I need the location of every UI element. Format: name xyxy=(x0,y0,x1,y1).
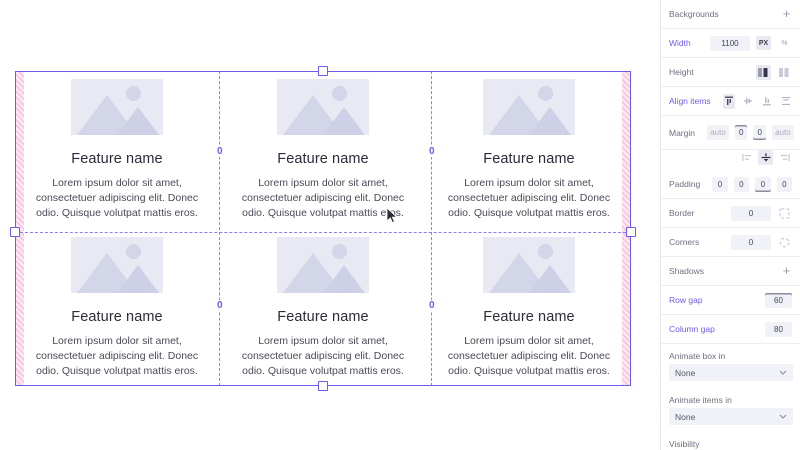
resize-handle-left[interactable] xyxy=(10,227,20,237)
image-placeholder-icon xyxy=(71,236,163,293)
feature-card[interactable]: Feature name Lorem ipsum dolor sit amet,… xyxy=(24,229,210,387)
image-placeholder-icon xyxy=(277,236,369,293)
shadows-label: Shadows xyxy=(669,266,704,276)
align-top-icon[interactable] xyxy=(722,93,736,109)
card-body: Lorem ipsum dolor sit amet, consectetuer… xyxy=(241,177,405,219)
height-fill-icon[interactable] xyxy=(777,65,792,80)
panel-row-shadows[interactable]: Shadows + xyxy=(661,257,800,286)
animate-items-in-select[interactable]: None xyxy=(669,408,793,425)
card-title: Feature name xyxy=(483,151,575,167)
gap-label: 0 xyxy=(428,146,436,157)
card-body: Lorem ipsum dolor sit amet, consectetuer… xyxy=(447,334,611,377)
panel-row-row-gap[interactable]: Row gap 60 xyxy=(661,286,800,315)
chevron-down-icon xyxy=(779,370,787,375)
mouse-cursor-icon xyxy=(386,207,398,224)
card-body: Lorem ipsum dolor sit amet, consectetuer… xyxy=(447,177,611,219)
column-gap-label: Column gap xyxy=(669,324,715,334)
height-fit-icon[interactable] xyxy=(756,64,771,80)
corners-label: Corners xyxy=(669,237,700,247)
height-label: Height xyxy=(669,67,694,77)
image-placeholder-icon xyxy=(483,236,575,293)
margin-align-right-icon[interactable] xyxy=(777,150,792,165)
padding-left-input[interactable]: 0 xyxy=(712,176,728,192)
column-guide-2 xyxy=(431,71,432,386)
panel-row-margin[interactable]: Margin auto 0 0 auto xyxy=(661,116,800,150)
card-title: Feature name xyxy=(71,308,163,325)
card-title: Feature name xyxy=(483,308,575,325)
border-label: Border xyxy=(669,208,695,218)
visibility-label: Visibility xyxy=(669,439,700,449)
image-placeholder-icon xyxy=(483,79,575,135)
margin-align-controls[interactable] xyxy=(661,150,800,170)
margin-top-input[interactable]: 0 xyxy=(734,125,748,140)
resize-handle-bottom[interactable] xyxy=(318,381,328,391)
gap-label: 0 xyxy=(216,300,224,311)
unit-percent-button[interactable]: % xyxy=(781,39,788,47)
resize-handle-top[interactable] xyxy=(318,66,328,76)
image-placeholder-icon xyxy=(277,79,369,135)
panel-row-border[interactable]: Border 0 xyxy=(661,199,800,228)
row-gap-input[interactable]: 60 xyxy=(765,292,792,308)
feature-card[interactable]: Feature name Lorem ipsum dolor sit amet,… xyxy=(24,71,210,229)
panel-row-corners[interactable]: Corners 0 xyxy=(661,228,800,257)
unit-px-button[interactable]: PX xyxy=(756,36,771,50)
border-input[interactable]: 0 xyxy=(731,205,771,221)
animate-box-in-value: None xyxy=(675,367,696,378)
panel-row-height[interactable]: Height xyxy=(661,58,800,87)
animate-box-in-label: Animate box in xyxy=(669,351,726,361)
image-placeholder-icon xyxy=(71,79,163,135)
panel-row-column-gap[interactable]: Column gap 80 xyxy=(661,315,800,344)
card-body: Lorem ipsum dolor sit amet, consectetuer… xyxy=(35,334,199,377)
add-background-button[interactable]: + xyxy=(782,6,791,21)
margin-bottom-input[interactable]: 0 xyxy=(753,125,766,140)
resize-handle-right[interactable] xyxy=(626,227,636,237)
margin-align-left-icon[interactable] xyxy=(739,150,754,165)
width-label: Width xyxy=(669,38,691,48)
corners-input[interactable]: 0 xyxy=(731,234,771,250)
panel-row-backgrounds[interactable]: Backgrounds + xyxy=(661,0,800,29)
row-guide-1 xyxy=(15,232,631,233)
feature-card-grid: Feature name Lorem ipsum dolor sit amet,… xyxy=(24,71,622,386)
width-input[interactable]: 1100 xyxy=(710,35,750,51)
animate-box-in-select[interactable]: None xyxy=(669,364,793,381)
padding-bottom-input[interactable]: 0 xyxy=(755,176,771,192)
design-canvas[interactable]: Feature name Lorem ipsum dolor sit amet,… xyxy=(0,0,660,450)
card-title: Feature name xyxy=(71,151,163,167)
panel-row-padding[interactable]: Padding 0 0 0 0 xyxy=(661,170,800,199)
margin-align-center-icon[interactable] xyxy=(758,150,773,165)
feature-card[interactable]: Feature name Lorem ipsum dolor sit amet,… xyxy=(230,71,416,229)
padding-right-input[interactable]: 0 xyxy=(776,176,793,192)
chevron-down-icon xyxy=(779,414,787,419)
animate-items-in-value: None xyxy=(675,411,696,422)
border-sides-icon[interactable] xyxy=(777,206,792,221)
align-stretch-icon[interactable] xyxy=(779,94,792,109)
padding-top-input[interactable]: 0 xyxy=(733,176,750,192)
feature-card[interactable]: Feature name Lorem ipsum dolor sit amet,… xyxy=(230,229,416,387)
panel-row-align-items[interactable]: Align items xyxy=(661,87,800,116)
card-body: Lorem ipsum dolor sit amet, consectetuer… xyxy=(35,177,199,219)
align-bottom-icon[interactable] xyxy=(760,94,773,109)
align-items-label: Align items xyxy=(669,96,711,106)
column-gap-input[interactable]: 80 xyxy=(765,321,792,337)
padding-label: Padding xyxy=(669,179,701,189)
feature-card[interactable]: Feature name Lorem ipsum dolor sit amet,… xyxy=(436,71,622,229)
backgrounds-label: Backgrounds xyxy=(669,9,719,19)
card-body: Lorem ipsum dolor sit amet, consectetuer… xyxy=(241,334,405,377)
panel-row-width[interactable]: Width 1100 PX % xyxy=(661,29,800,58)
gap-label: 0 xyxy=(428,300,436,311)
card-title: Feature name xyxy=(277,151,369,167)
margin-right-input[interactable]: auto xyxy=(771,125,794,140)
gap-label: 0 xyxy=(216,146,224,157)
margin-label: Margin xyxy=(669,127,695,138)
align-center-icon[interactable] xyxy=(741,94,754,109)
feature-card[interactable]: Feature name Lorem ipsum dolor sit amet,… xyxy=(436,229,622,387)
column-guide-1 xyxy=(219,71,220,386)
animate-items-in-label: Animate items in xyxy=(669,395,732,405)
add-shadow-button[interactable]: + xyxy=(782,263,791,278)
properties-panel[interactable]: Backgrounds + Width 1100 PX % Height Ali… xyxy=(660,0,800,450)
row-gap-label: Row gap xyxy=(669,295,703,305)
card-title: Feature name xyxy=(277,308,369,325)
margin-left-input[interactable]: auto xyxy=(706,125,729,140)
corners-radius-icon[interactable] xyxy=(777,235,792,250)
